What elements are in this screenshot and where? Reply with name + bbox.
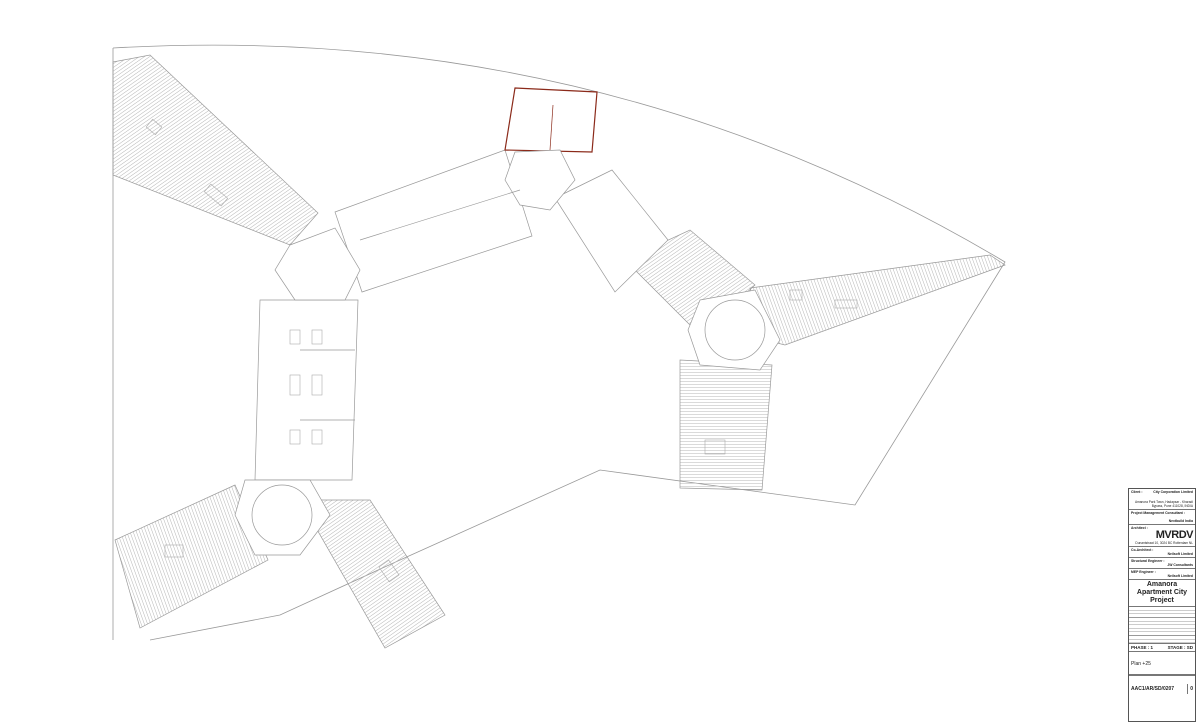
wing-bottom-left (114, 484, 269, 629)
client-name: City Corporation Limited (1153, 490, 1193, 494)
architect-address: Dunantstraat 10, 3024 BC Rotterdam NL (1135, 541, 1193, 545)
wing-bottom (299, 499, 446, 649)
phase: PHASE : 1 (1131, 645, 1154, 650)
wing-lower-right (679, 359, 773, 491)
block-right (554, 169, 669, 293)
structural-label: Structural Engineer : (1131, 559, 1165, 563)
stage: STAGE : SD (1167, 645, 1193, 650)
wing-right (749, 254, 1006, 346)
hub-2 (504, 149, 576, 211)
revision: 0 (1187, 684, 1195, 694)
client-address: Amanora Park Town, Hadapsar - Kharadi By… (1134, 500, 1193, 508)
client-label: Client : (1131, 490, 1143, 494)
co-architect-label: Co-Architect : (1131, 548, 1154, 552)
drawing-title: Plan +25 (1131, 661, 1151, 667)
hub-4 (234, 479, 331, 556)
revision-table (1129, 607, 1195, 644)
site-boundary (112, 44, 1006, 641)
project-title: Amanora Apartment City Project (1129, 580, 1195, 607)
hub-1 (274, 227, 361, 301)
block-left-vertical (254, 299, 359, 481)
co-architect-name: Neilsoft Limited (1167, 552, 1193, 556)
pmc-label: Project Management Consultant : (1131, 511, 1185, 515)
architect-label: Architect : (1131, 526, 1148, 530)
mep-name: Neilsoft Limited (1167, 574, 1193, 578)
pmc-name: Nextbuild India (1168, 519, 1193, 523)
drawing-number: AAC1/AR/SD/0207 (1131, 686, 1175, 692)
block-top-red (504, 87, 598, 153)
title-block: Client : City Corporation Limited Amanora… (1128, 488, 1196, 722)
structural-name: JW Consultants (1167, 563, 1193, 567)
architect-logo: MVRDV (1155, 529, 1194, 541)
wing-top-left (112, 54, 319, 246)
mep-label: MEP Engineer : (1131, 570, 1156, 574)
block-center (334, 149, 533, 293)
